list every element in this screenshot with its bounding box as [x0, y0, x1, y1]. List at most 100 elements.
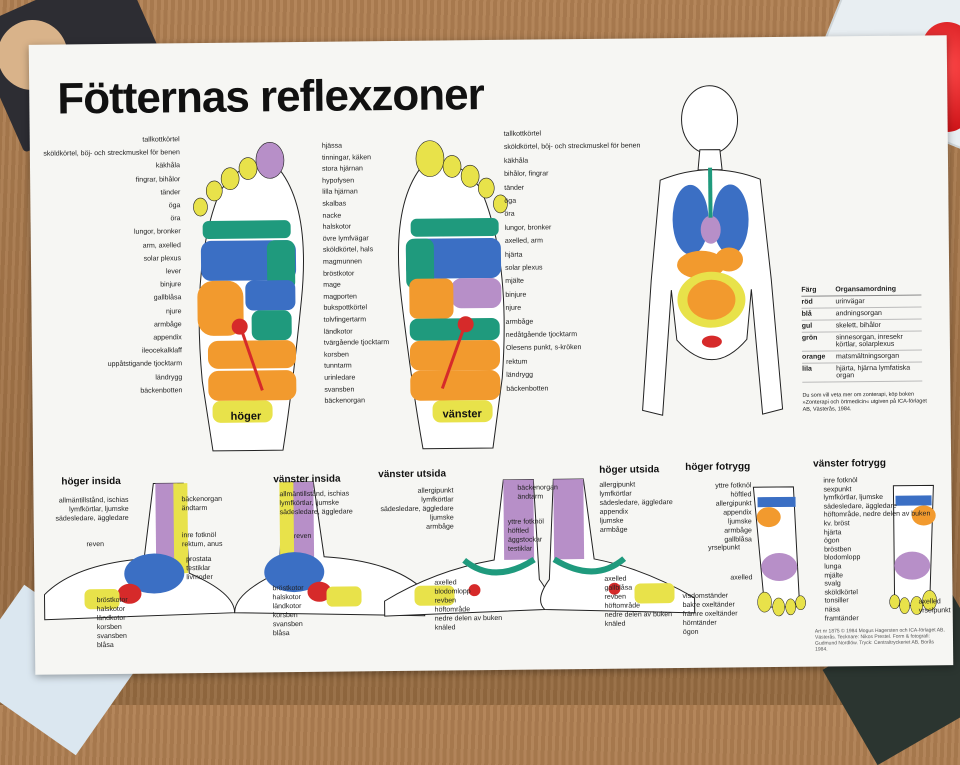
- zone-label: axelled, arm: [504, 237, 543, 246]
- zone-label: svansben: [272, 620, 303, 629]
- zone-label: käkhåla: [155, 162, 181, 170]
- legend-color: blå: [801, 310, 812, 318]
- zone-label: allergipunkt: [715, 500, 752, 508]
- zone-label: yttre fotknöl: [507, 518, 544, 526]
- zone-label: halskotor: [322, 223, 352, 231]
- reflexology-poster: Fötternas reflexzoner höger: [28, 35, 954, 675]
- zone-label: axelled: [918, 598, 941, 606]
- bottom-feet-illustration: [43, 478, 937, 621]
- zone-label: prostata: [186, 555, 212, 564]
- zone-label: sädesledare, äggledare: [599, 499, 673, 507]
- book-note: Du som vill veta mer om zonterapi, köp b…: [802, 391, 927, 413]
- zone-label: öra: [170, 215, 181, 223]
- zone-label: bäckenbotten: [506, 384, 549, 393]
- zone-label: axelled: [730, 574, 753, 582]
- zone-label: ljumske: [429, 514, 454, 522]
- zone-label: gallblåsa: [153, 294, 182, 302]
- zone-label: magmunnen: [322, 258, 362, 266]
- zone-label: njure: [165, 307, 182, 315]
- zone-label: blodomlopp: [434, 588, 471, 596]
- zone-label: bihålor, fingrar: [504, 170, 549, 179]
- zone-label: ändtarm: [181, 504, 208, 513]
- zone-label: axelled: [604, 575, 627, 583]
- zone-label: hörntänder: [682, 619, 717, 628]
- zone-label: sädesledare, äggledare: [279, 508, 353, 517]
- legend-color: lila: [802, 365, 812, 373]
- zone-label: mage: [323, 281, 341, 289]
- sole-right-caption: vänster: [442, 408, 482, 421]
- zone-label: armbåge: [505, 318, 534, 326]
- zone-label: solar plexus: [143, 255, 182, 263]
- zone-label: korsben: [272, 612, 298, 620]
- zone-label: stora hjärnan: [322, 165, 363, 173]
- zone-label: nedre delen av buken: [604, 611, 673, 619]
- zone-label: käkhåla: [503, 157, 529, 165]
- section-title: vänster insida: [273, 473, 341, 486]
- zone-label: testiklar: [507, 545, 533, 553]
- zone-label: tunntarm: [324, 362, 352, 371]
- legend-color: grön: [801, 334, 818, 342]
- zone-label: lever: [165, 268, 182, 276]
- zone-label: nacke: [322, 212, 342, 220]
- section-title: höger fotrygg: [685, 461, 751, 473]
- zone-label: mjälte: [505, 278, 524, 286]
- zone-label: hypofysen: [322, 177, 355, 185]
- zone-label: magporten: [323, 293, 357, 301]
- zone-label: solar plexus: [505, 264, 543, 272]
- zone-label: tinningar, käken: [321, 153, 372, 162]
- zone-label: ländkotor: [96, 614, 126, 623]
- zone-label: tolvfingertarm: [323, 316, 367, 324]
- zone-label: uppåtstigande tjocktarm: [107, 360, 183, 369]
- zone-label: yrselpunkt: [918, 607, 951, 615]
- zone-label: appendix: [153, 334, 182, 342]
- zone-label: lymfkörtlar: [421, 496, 454, 504]
- zone-label: höftområde: [434, 606, 471, 614]
- poster-title: Fötternas reflexzoner: [57, 70, 484, 124]
- zone-label: ländkotor: [323, 328, 353, 336]
- zone-label: yrselpunkt: [708, 544, 741, 552]
- zone-label: testiklar: [186, 564, 211, 573]
- zone-label: korsben: [323, 351, 349, 359]
- zone-label: korsben: [96, 623, 122, 632]
- zone-label: sköldkörtel, böj- och streckmuskel för b…: [503, 142, 641, 152]
- zone-label: binjure: [160, 281, 182, 289]
- zone-label: lilla hjärnan: [322, 188, 358, 197]
- zone-label: arm, axelled: [142, 241, 181, 250]
- zone-label: ileocekalklaff: [141, 347, 182, 355]
- zone-label: binjure: [505, 291, 527, 299]
- zone-label: lungor, bronker: [504, 224, 552, 232]
- zone-label: lungor, bronker: [133, 228, 181, 237]
- legend-system: matsmältningsorgan: [836, 352, 900, 361]
- zone-label: nedåtgående tjocktarm: [505, 331, 578, 339]
- zone-label: bröstkotor: [96, 596, 128, 605]
- zone-label: tänder: [160, 189, 181, 197]
- legend-system: hjärta, hjärna lymfatiska organ: [836, 364, 911, 380]
- zone-label: ljumske: [727, 518, 752, 526]
- legend-color: orange: [802, 353, 826, 361]
- zone-label: bröstkotor: [272, 584, 304, 593]
- zone-label: bäckenbotten: [140, 387, 183, 395]
- zone-label: framtänder: [824, 614, 859, 623]
- book-title: oken: [881, 0, 957, 9]
- zone-label: blåsa: [272, 630, 290, 638]
- legend-system: andningsorgan: [835, 309, 882, 318]
- zone-label: ögon: [682, 628, 699, 637]
- zone-label: appendix: [723, 509, 752, 517]
- legend-color: gul: [801, 322, 813, 330]
- sole-right-illustration: [397, 140, 508, 450]
- zone-label: svansben: [324, 386, 355, 394]
- section-title: höger utsida: [599, 464, 660, 476]
- legend-head-color: Färg: [801, 286, 817, 294]
- zone-label: ljumske: [599, 517, 624, 525]
- zone-label: allergipunkt: [417, 487, 454, 495]
- sole-left-caption: höger: [230, 410, 262, 423]
- zone-label: skalbas: [322, 200, 347, 208]
- zone-label: appendix: [599, 508, 629, 516]
- zone-label: revben: [434, 597, 457, 605]
- body-figure-illustration: [642, 85, 784, 416]
- legend-head-system: Organsamordning: [835, 285, 897, 294]
- zone-label: rektum: [506, 358, 528, 366]
- zone-label: höftled: [730, 491, 752, 499]
